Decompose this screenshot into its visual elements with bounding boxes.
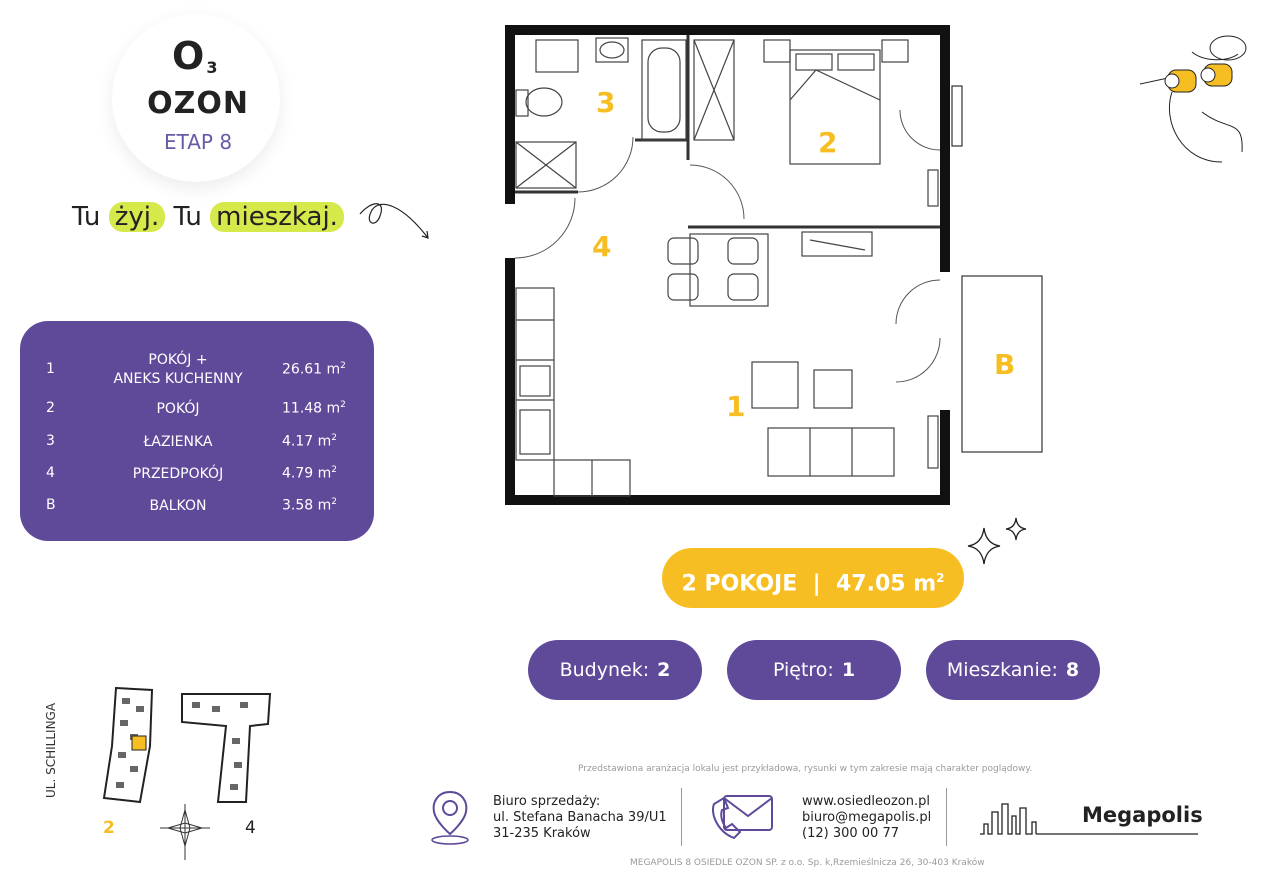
plan-walls xyxy=(505,25,950,505)
room-number: B xyxy=(46,497,56,513)
location-pin-icon xyxy=(431,790,469,845)
building-label-2: 2 xyxy=(103,818,115,838)
footer-divider xyxy=(681,788,682,846)
plan-label-room-2: 2 xyxy=(818,126,837,159)
room-area: 26.61 m2 xyxy=(282,361,346,378)
room-number: 4 xyxy=(46,465,55,481)
balcony-outline xyxy=(951,85,1043,453)
bedroom-furniture xyxy=(763,39,939,207)
sparkle-icon xyxy=(967,517,1027,565)
bathroom-fixtures xyxy=(515,37,735,189)
apartment-pill: Mieszkanie:8 xyxy=(926,640,1100,700)
plan-label-room-4: 4 xyxy=(592,230,611,263)
slogan: Tu żyj. Tu mieszkaj. xyxy=(72,202,344,232)
plan-label-balcony: B xyxy=(994,348,1015,381)
binoculars-illustration xyxy=(1139,35,1247,163)
current-building-marker xyxy=(131,735,147,751)
site-plan xyxy=(102,686,272,804)
plan-inner-walls xyxy=(515,35,940,229)
email-link[interactable]: biuro@megapolis.pl xyxy=(802,810,932,825)
envelope-phone-icon xyxy=(712,795,773,840)
footer-divider xyxy=(946,788,947,846)
room-name: BALKON xyxy=(149,498,207,514)
room-name: POKÓJ xyxy=(156,401,200,417)
room-area: 11.48 m2 xyxy=(282,400,346,417)
disclaimer: Przedstawiona aranżacja lokalu jest przy… xyxy=(578,764,1033,774)
street-label: UL. SCHILLINGA xyxy=(44,702,58,798)
apartment-summary: 2 POKOJE | 47.05 m2 xyxy=(662,548,964,608)
rooms-table: 1 POKÓJ +ANEKS KUCHENNY 26.61 m2 2 POKÓJ… xyxy=(20,321,374,541)
contact-details: www.osiedleozon.pl biuro@megapolis.pl (1… xyxy=(802,794,931,842)
building-pill: Budynek:2 xyxy=(528,640,702,700)
room-area: 3.58 m2 xyxy=(282,497,337,514)
room-area: 4.17 m2 xyxy=(282,433,337,450)
logo-stage: ETAP 8 xyxy=(163,130,233,154)
room-number: 2 xyxy=(46,400,55,416)
plan-label-room-3: 3 xyxy=(596,86,615,119)
dining-set xyxy=(667,231,873,307)
phone-number[interactable]: (12) 300 00 77 xyxy=(802,826,899,841)
logo-name: OZON xyxy=(147,86,249,121)
room-number: 1 xyxy=(46,361,55,377)
room-area: 4.79 m2 xyxy=(282,465,337,482)
room-name: POKÓJ +ANEKS KUCHENNY xyxy=(113,352,243,387)
kitchen-units xyxy=(515,287,631,497)
brand-name: Megapolis xyxy=(1082,803,1203,827)
plan-label-room-1: 1 xyxy=(726,390,745,423)
room-name: PRZEDPOKÓJ xyxy=(132,466,224,482)
website-link[interactable]: www.osiedleozon.pl xyxy=(802,794,931,809)
megapolis-skyline-icon xyxy=(980,803,1198,835)
living-furniture xyxy=(751,361,939,477)
legal-info: MEGAPOLIS 8 OSIEDLE OZON SP. z o.o. Sp. … xyxy=(630,858,985,868)
room-number: 3 xyxy=(46,433,55,449)
sales-office-address: Biuro sprzedaży: ul. Stefana Banacha 39/… xyxy=(493,794,667,841)
floor-pill: Piętro:1 xyxy=(727,640,901,700)
logo-badge xyxy=(112,14,280,182)
compass-icon xyxy=(160,804,210,860)
swirl-arrow-icon xyxy=(359,203,429,239)
floor-plan: 1 2 3 4 B xyxy=(505,25,1043,505)
plan-doors xyxy=(514,109,941,383)
room-name: ŁAZIENKA xyxy=(143,434,213,450)
building-label-4: 4 xyxy=(245,818,256,838)
